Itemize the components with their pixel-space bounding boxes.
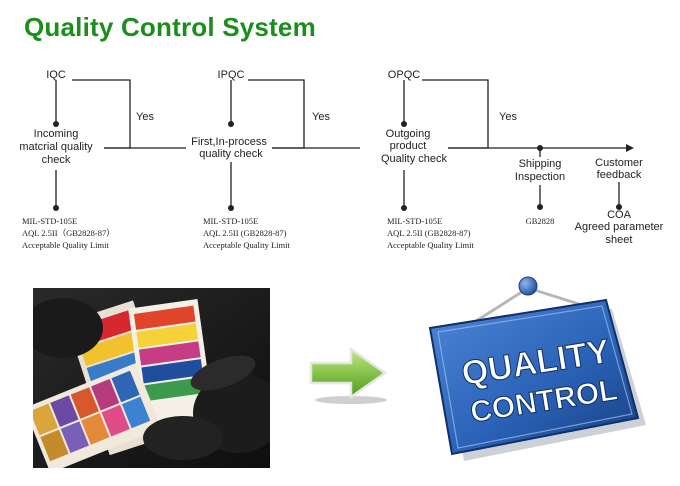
customer-label-line2: feedback (597, 169, 642, 181)
customer-detail-2: Agreed parameter (575, 221, 664, 233)
customer-label-line1: Customer (595, 157, 643, 169)
qc-flowchart: IQC Yes Incoming matcrial quality check … (19, 69, 664, 250)
flow-node (537, 145, 543, 151)
customer-detail-1: COA (607, 209, 632, 221)
stage-label-opqc-line2: product (390, 140, 427, 152)
stage-std-opqc-3: Acceptable Quality Limit (387, 240, 474, 250)
quality-control-sign: QUALITY CONTROL (420, 272, 650, 467)
customer-detail-3: sheet (606, 234, 633, 246)
stage-label-iqc-line3: check (42, 154, 71, 166)
stage-std-opqc-1: MIL-STD-105E (387, 216, 442, 226)
stage-std-iqc-3: Acceptable Quality Limit (22, 240, 109, 250)
stage-code-opqc: OPQC (388, 69, 420, 81)
shipping-label-line1: Shipping (519, 158, 562, 170)
flow-node (228, 205, 234, 211)
page-title: Quality Control System (24, 12, 316, 42)
stage-label-iqc-line2: matcrial quality (19, 141, 93, 153)
stage-std-ipqc-3: Acceptable Quality Limit (203, 240, 290, 250)
flow-node (228, 121, 234, 127)
flow-node (537, 204, 543, 210)
stage-code-ipqc: IPQC (218, 69, 245, 81)
flow-node (616, 204, 622, 210)
stage-label-opqc-line3: Quality check (381, 153, 448, 165)
stage-std-iqc-2: AQL 2.5II（GB2828-87） (22, 228, 115, 238)
stage-std-opqc-2: AQL 2.5II (GB2828-87) (387, 228, 471, 238)
color-swatch-photo (33, 288, 270, 468)
stage-std-iqc-1: MIL-STD-105E (22, 216, 77, 226)
stage-label-iqc-line1: Incoming (34, 128, 79, 140)
flow-node (53, 205, 59, 211)
stage-code-iqc: IQC (46, 69, 66, 81)
stage-std-ipqc-2: AQL 2.5II (GB2828-87) (203, 228, 287, 238)
shipping-standard: GB2828 (526, 216, 555, 226)
arrow-right-icon (305, 345, 395, 410)
stage-std-ipqc-1: MIL-STD-105E (203, 216, 258, 226)
flow-node (53, 121, 59, 127)
flow-node (401, 205, 407, 211)
stage-label-ipqc-line1: First,In-process (191, 136, 267, 148)
stage-label-ipqc-line2: quality check (199, 148, 263, 160)
yes-label-iqc: Yes (136, 111, 154, 123)
flow-arrowhead (626, 144, 634, 152)
yes-label-opqc: Yes (499, 111, 517, 123)
flow-node (401, 121, 407, 127)
yes-label-ipqc: Yes (312, 111, 330, 123)
shipping-label-line2: Inspection (515, 171, 565, 183)
stage-label-opqc-line1: Outgoing (386, 128, 431, 140)
